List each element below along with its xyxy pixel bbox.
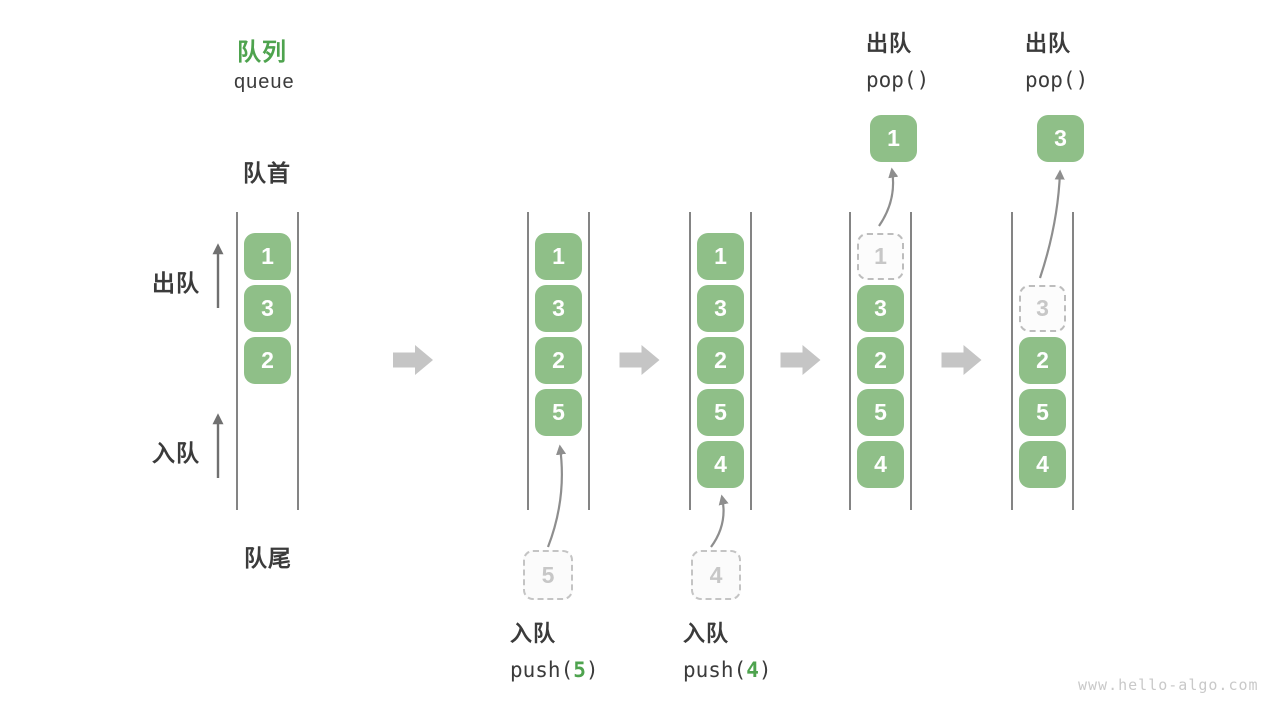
push-arrow-icon (710, 494, 729, 548)
queue-rear-label: 队尾 (244, 545, 292, 571)
queue-front-label: 队首 (243, 160, 291, 186)
flow-arrow-icon (941, 345, 982, 375)
watermark: www.hello-algo.com (1078, 676, 1259, 694)
flow-arrow-icon (780, 345, 821, 375)
pop-arrow-icon (1038, 169, 1065, 279)
diagram-title-en: queue (234, 71, 295, 93)
pop-arrow-icon (878, 167, 899, 227)
dequeue-side-label: 出队 (152, 270, 200, 296)
push-arrow-icon (546, 444, 567, 548)
flow-arrow-icon (393, 345, 433, 375)
diagram-title-zh: 队列 (237, 39, 287, 66)
enqueue-side-label: 入队 (152, 440, 200, 466)
flow-arrow-icon (619, 345, 660, 375)
